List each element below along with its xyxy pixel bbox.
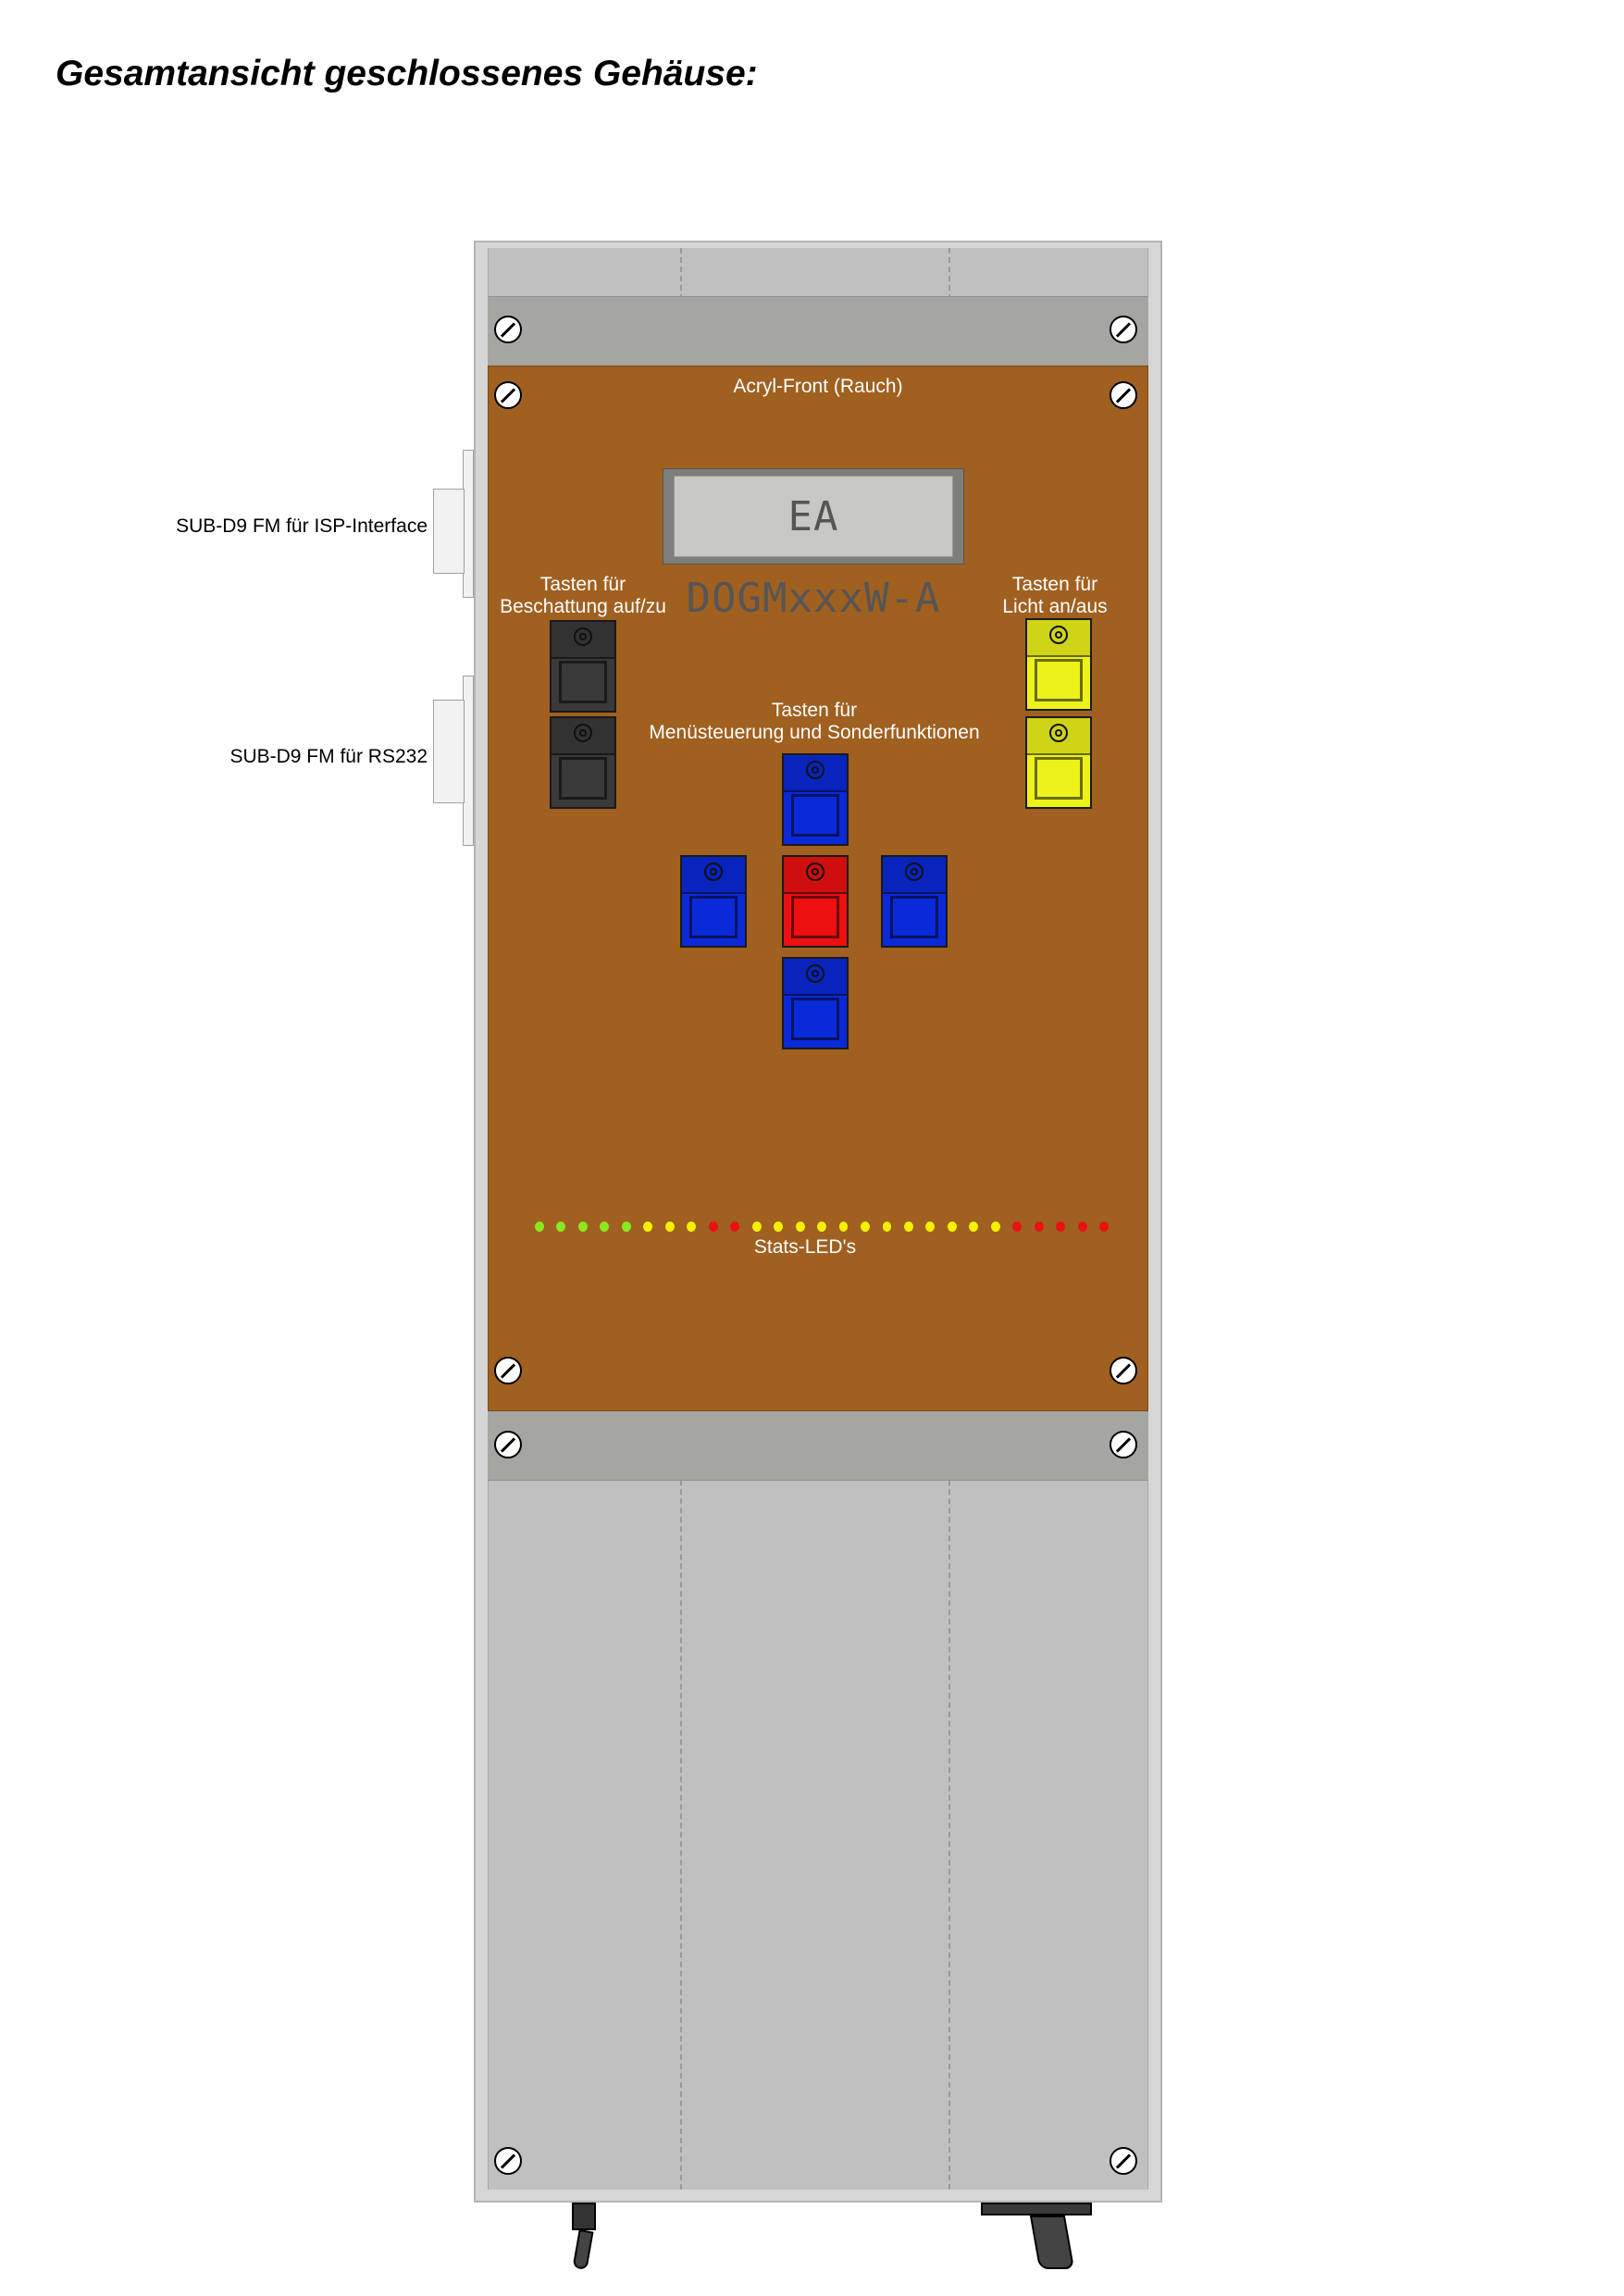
led-ring-icon	[806, 863, 824, 881]
cable-gland-right	[981, 2203, 1092, 2215]
screw-icon	[494, 316, 522, 343]
status-led-red	[1056, 1222, 1066, 1232]
shade-keys-label-line2: Beschattung auf/zu	[500, 596, 666, 617]
acrylic-front-label: Acryl-Front (Rauch)	[733, 376, 903, 397]
cable-right	[1029, 2215, 1075, 2269]
screw-icon	[1110, 2147, 1137, 2175]
cable-left	[572, 2228, 594, 2271]
status-led-red	[1034, 1222, 1044, 1232]
status-led-yellow	[969, 1222, 979, 1232]
status-led-yellow	[817, 1222, 826, 1232]
rs232-connector-label: SUB-D9 FM für RS232	[229, 746, 428, 767]
menu-left-key[interactable]	[680, 855, 747, 948]
led-ring-icon	[806, 761, 824, 779]
screw-icon	[494, 1357, 522, 1384]
led-ring-icon	[1049, 724, 1068, 742]
status-led-yellow	[795, 1222, 805, 1232]
screw-icon	[1110, 1431, 1137, 1458]
menu-enter-key[interactable]	[782, 855, 849, 948]
menu-down-key[interactable]	[782, 957, 849, 1049]
status-led-yellow	[774, 1222, 784, 1232]
status-led-red	[1077, 1222, 1087, 1232]
bottom-mounting-band	[488, 1410, 1148, 1481]
menu-keys-label-line2: Menüsteuerung und Sonderfunktionen	[649, 722, 980, 743]
status-led-yellow	[664, 1222, 675, 1232]
screw-icon	[1110, 316, 1137, 343]
rs232-connector	[433, 700, 465, 803]
isp-connector-label: SUB-D9 FM für ISP-Interface	[176, 515, 428, 537]
status-leds-label: Stats-LED's	[753, 1236, 857, 1258]
light-keys-label-line1: Tasten für	[1011, 574, 1098, 595]
light-on-key[interactable]	[1025, 618, 1092, 711]
status-led-yellow	[838, 1222, 849, 1232]
status-led-green	[600, 1222, 610, 1232]
status-led-green	[621, 1222, 631, 1232]
shade-keys-label-line1: Tasten für	[539, 574, 626, 595]
menu-keys-label: Tasten für Menüsteuerung und Sonderfunkt…	[611, 700, 1018, 744]
status-led-green	[535, 1222, 544, 1232]
screw-icon	[494, 381, 522, 409]
status-led-yellow	[947, 1222, 957, 1232]
light-keys-label: Tasten für Licht an/aus	[962, 574, 1147, 618]
isp-connector	[433, 489, 465, 574]
screw-icon	[1110, 1357, 1137, 1384]
cable-gland-left	[572, 2203, 596, 2230]
shade-keys-label: Tasten für Beschattung auf/zu	[472, 574, 694, 618]
status-led-yellow	[925, 1222, 936, 1232]
status-led-row	[535, 1222, 1110, 1235]
shade-down-key[interactable]	[550, 716, 616, 809]
status-led-green	[556, 1222, 566, 1232]
led-ring-icon	[704, 863, 723, 881]
screw-icon	[1110, 381, 1137, 409]
light-keys-label-line2: Licht an/aus	[1002, 596, 1108, 617]
status-led-yellow	[882, 1222, 892, 1232]
led-ring-icon	[905, 863, 924, 881]
status-led-green	[577, 1222, 588, 1232]
led-ring-icon	[806, 964, 824, 983]
light-off-key[interactable]	[1025, 716, 1092, 809]
lcd-display: EA DOGMxxxW-A	[674, 476, 953, 622]
status-led-red	[1099, 1222, 1110, 1232]
status-led-yellow	[643, 1222, 653, 1232]
status-led-yellow	[861, 1222, 870, 1232]
screw-icon	[494, 1431, 522, 1458]
status-led-red	[708, 1222, 718, 1232]
status-led-yellow	[903, 1222, 913, 1232]
status-led-yellow	[687, 1222, 697, 1232]
led-ring-icon	[574, 724, 592, 742]
status-led-red	[1012, 1222, 1023, 1232]
shade-up-key[interactable]	[550, 620, 616, 713]
status-led-yellow	[990, 1222, 1000, 1232]
led-ring-icon	[1049, 626, 1068, 644]
status-led-red	[730, 1222, 740, 1232]
screw-icon	[494, 2147, 522, 2175]
led-ring-icon	[574, 627, 592, 646]
menu-keys-label-line1: Tasten für	[771, 700, 858, 721]
page-title: Gesamtansicht geschlossenes Gehäuse:	[56, 54, 758, 93]
menu-up-key[interactable]	[782, 753, 849, 846]
menu-right-key[interactable]	[881, 855, 948, 948]
top-mounting-band	[488, 296, 1148, 366]
status-led-yellow	[751, 1222, 762, 1232]
